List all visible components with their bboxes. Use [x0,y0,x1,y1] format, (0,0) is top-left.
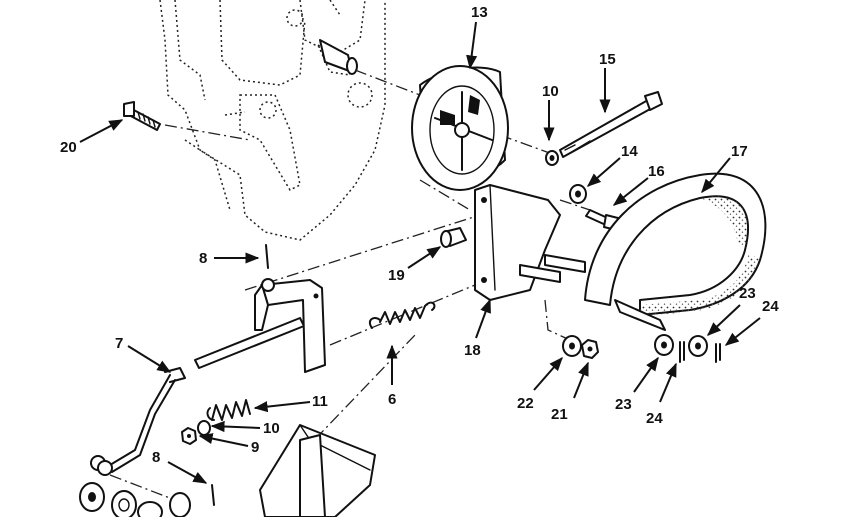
bushing-part-19 [440,227,467,248]
callout-19: 19 [388,267,405,284]
callout-14: 14 [621,143,638,160]
callout-23-lower: 23 [615,396,632,413]
leader-arrows [79,21,761,484]
long-bolt-part-15 [559,91,663,158]
bottom-washers [79,460,191,517]
callout-17: 17 [731,143,748,160]
pin-part-8-upper [265,244,269,269]
callout-21: 21 [551,406,568,423]
washer-part-10-top [545,150,559,166]
washer-part-23-right [688,335,708,357]
housing-shaft-stub [319,39,358,75]
callout-8-lower: 8 [152,449,160,466]
callout-20: 20 [60,139,77,156]
washer-part-22 [562,335,582,357]
brake-band-part-17 [584,172,767,331]
callout-18: 18 [464,342,481,359]
callout-11: 11 [312,393,328,410]
lever-bracket [254,278,326,373]
callout-10-top: 10 [542,83,559,100]
callout-13: 13 [471,4,488,21]
pulley-part-13 [411,65,509,191]
callout-16: 16 [648,163,665,180]
cotter-pin-part-24-left [679,341,685,363]
brake-pedal-arm [259,424,376,517]
bolt-part-20 [123,101,161,131]
callout-6: 6 [388,391,396,408]
callout-24-upper: 24 [762,298,779,315]
nut-part-21 [581,339,599,359]
callout-7: 7 [115,335,123,352]
spring-part-11 [206,399,251,421]
callout-24-lower: 24 [646,410,663,427]
callout-23-upper: 23 [739,285,756,302]
washer-part-10-lower [197,420,211,436]
callout-22: 22 [517,395,534,412]
nut-part-9 [181,427,197,445]
engine-housing-outline [159,0,386,241]
pin-part-8-lower [211,484,215,506]
callout-10-lower: 10 [263,420,280,437]
callout-9: 9 [251,439,259,456]
spring-part-6 [368,301,436,329]
cotter-pin-part-24-right [715,343,721,363]
callout-labels: 13 15 10 20 14 16 17 8 19 7 18 6 23 24 2… [60,4,779,466]
washer-part-23-left [654,334,674,356]
bracket-part-18 [474,184,586,301]
washer-part-14 [569,184,587,204]
callout-15: 15 [599,51,616,68]
callout-8-upper: 8 [199,250,207,267]
